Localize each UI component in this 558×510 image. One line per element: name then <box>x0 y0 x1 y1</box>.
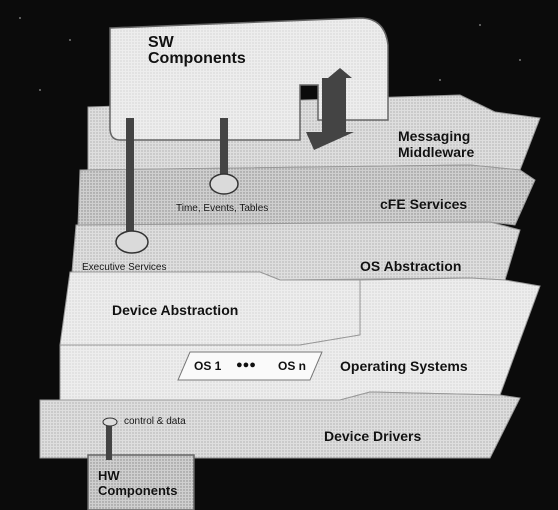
hw-components-label-line1: HW <box>98 468 120 483</box>
time-events-tables-plug <box>209 173 239 195</box>
cfe-services-label: cFE Services <box>380 196 468 212</box>
control-data-plug <box>102 417 118 427</box>
time-events-tables-cable <box>220 118 228 180</box>
messaging-arrow <box>306 68 354 150</box>
hw-components-box <box>87 454 195 510</box>
messaging-middleware-label-line1: Messaging <box>398 128 471 144</box>
os-ellipsis-label: ●●● <box>236 359 256 371</box>
hw-components-label-line2: Components <box>98 483 178 498</box>
sw-components-label-line2: Components <box>148 50 246 67</box>
device-abstraction-label: Device Abstraction <box>112 302 239 318</box>
control-data-label: control & data <box>124 416 186 427</box>
executive-services-plug <box>115 230 149 254</box>
os-abstraction-label: OS Abstraction <box>360 258 462 274</box>
background-stars <box>19 17 521 91</box>
executive-services-cable <box>126 118 134 240</box>
device-drivers-label: Device Drivers <box>324 428 422 444</box>
osn-label: OS n <box>278 359 307 373</box>
time-events-tables-label: Time, Events, Tables <box>176 203 269 214</box>
executive-services-label: Executive Services <box>82 262 167 273</box>
operating-systems-label: Operating Systems <box>340 358 468 374</box>
os1-label: OS 1 <box>194 359 222 373</box>
control-data-cable <box>106 420 112 460</box>
sw-components-box <box>109 17 389 141</box>
layer-cfe-services <box>77 164 536 226</box>
sw-components-label-line1: SW <box>148 34 174 51</box>
os-box-group <box>177 351 323 381</box>
messaging-middleware-label-line2: Middleware <box>398 144 475 160</box>
